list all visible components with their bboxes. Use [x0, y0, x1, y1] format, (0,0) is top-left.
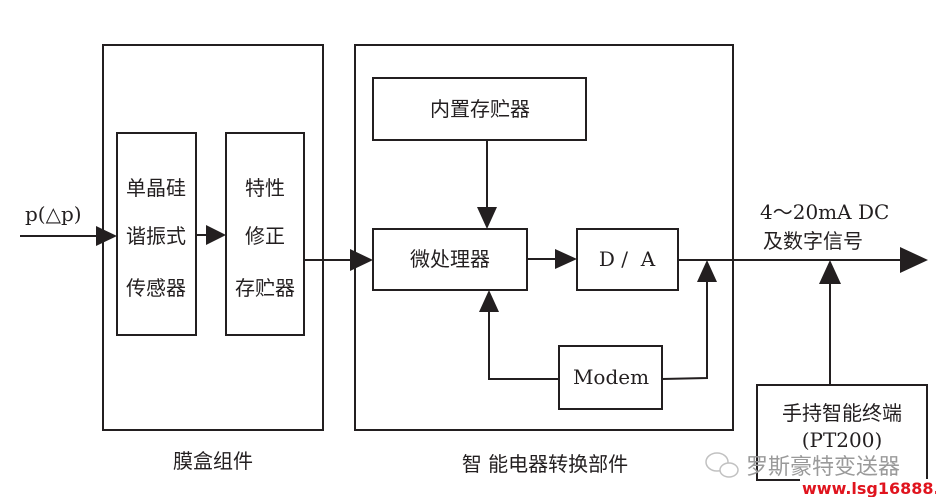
- modem-to-microprocessor-arrow: [479, 290, 559, 380]
- wechat-icon: [705, 452, 739, 478]
- sensor-label-3: 传感器: [126, 276, 186, 300]
- correction-label-2: 修正: [245, 224, 285, 248]
- correction-label-1: 特性: [245, 176, 285, 200]
- correction-label-3: 存贮器: [235, 276, 295, 300]
- handheld-label-2: (PT200): [802, 428, 883, 452]
- correction-to-microprocessor-arrow: [304, 249, 373, 271]
- correction-memory-box: [225, 132, 305, 336]
- modem-box: [558, 345, 663, 410]
- output-label-1: 4～20mA DC: [760, 200, 889, 224]
- sensor-label-2: 谐振式: [126, 224, 186, 248]
- builtin-memory-label: 内置存贮器: [430, 97, 530, 121]
- builtin-memory-box: [372, 77, 587, 141]
- da-label: D / A: [599, 247, 656, 271]
- handheld-to-output-arrow: [819, 260, 841, 385]
- sensor-box: [116, 132, 197, 336]
- modem-label: Modem: [573, 365, 649, 389]
- sensor-label-1: 单晶硅: [126, 176, 186, 200]
- watermark-name: 罗斯豪特变送器: [746, 455, 900, 480]
- memory-to-microprocessor-arrow: [477, 140, 497, 229]
- diaphragm-group-label: 膜盒组件: [173, 449, 253, 473]
- microprocessor-label: 微处理器: [410, 247, 490, 271]
- handheld-label-1: 手持智能终端: [782, 401, 902, 425]
- watermark-url: www.lsg16888.com: [802, 479, 936, 497]
- output-arrow: [678, 247, 928, 273]
- modem-to-output-arrow: [661, 260, 717, 380]
- sensor-to-correction-arrow: [196, 225, 226, 245]
- microprocessor-to-da-arrow: [527, 249, 577, 269]
- converter-group-label: 智 能电器转换部件: [462, 452, 628, 476]
- output-label-2: 及数字信号: [763, 229, 863, 253]
- input-arrow: [20, 226, 117, 246]
- input-label: p(△p): [25, 202, 82, 226]
- microprocessor-box: [372, 228, 528, 291]
- da-box: [576, 228, 679, 291]
